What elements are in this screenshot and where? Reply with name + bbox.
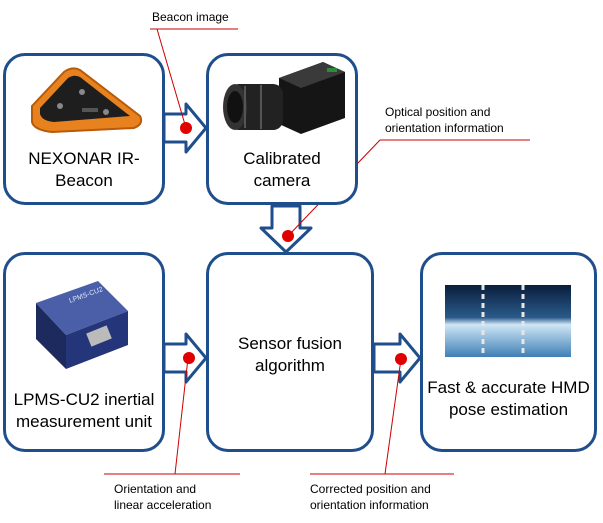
camera-label: Calibrated camera [243,149,321,190]
leader-beacon-image [150,28,238,129]
leader-orientation [104,357,240,475]
box-camera: Calibrated camera [206,53,358,205]
box-fusion: Sensor fusion algorithm [206,252,374,452]
box-imu: LPMS-CU2 LPMS-CU2 inertial measurement u… [3,252,165,452]
imu-picture: LPMS-CU2 [36,281,128,369]
annotation-optical: Optical position and orientation informa… [385,105,504,135]
hmd-picture [445,285,571,357]
box-beacon: NEXONAR IR- Beacon [3,53,165,205]
camera-picture [223,62,345,134]
annotation-orientation: Orientation and linear acceleration [114,482,212,512]
box-hmd: Fast & accurate HMD pose estimation [420,252,597,452]
leader-corrected [310,358,454,475]
beacon-label: NEXONAR IR- Beacon [28,149,140,190]
dot-beacon-image [180,122,192,134]
dot-corrected [395,353,407,365]
annotation-corrected: Corrected position and orientation infor… [310,482,431,512]
beacon-picture [31,67,143,134]
hmd-label: Fast & accurate HMD pose estimation [427,378,590,419]
dot-orientation [183,352,195,364]
imu-label: LPMS-CU2 inertial measurement unit [13,390,155,431]
dot-optical [282,230,294,242]
annotation-beacon-image: Beacon image [152,10,229,24]
fusion-label: Sensor fusion algorithm [238,334,342,375]
arrow-camera-to-fusion [259,204,313,254]
